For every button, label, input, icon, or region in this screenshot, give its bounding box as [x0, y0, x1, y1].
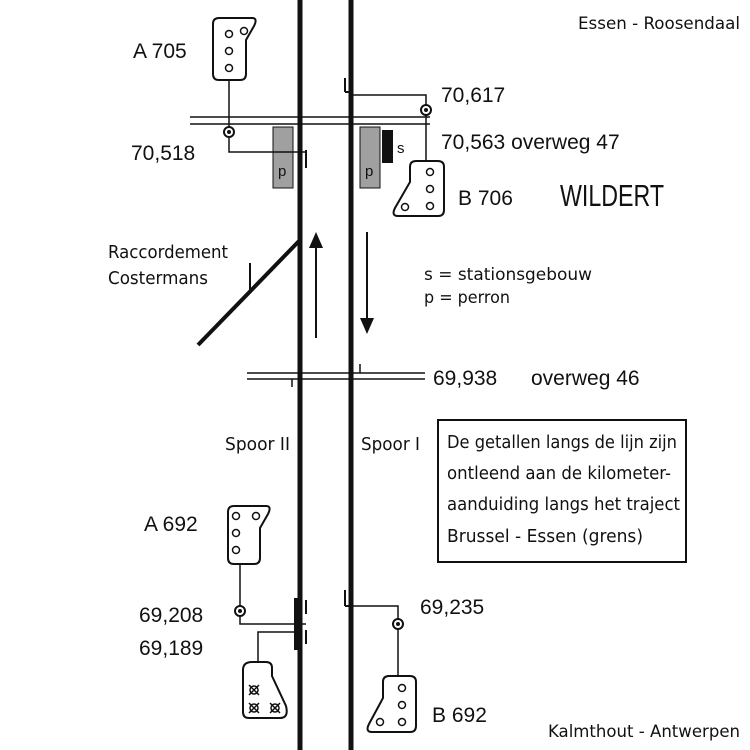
arrow-up-track-2 [309, 232, 323, 338]
crossing-46-label: overweg 46 [531, 367, 640, 390]
platform-mark-east: p [365, 163, 373, 180]
km-69208-label: 69,208 [139, 604, 203, 627]
track-joints-south [294, 590, 351, 650]
km-70518-label: 70,518 [131, 142, 195, 165]
platform-west [272, 126, 294, 189]
signal-b706-label: B 706 [458, 187, 513, 210]
arrow-down-track-1 [360, 232, 374, 334]
building-mark: s [397, 140, 405, 157]
platform-east [359, 126, 381, 189]
level-crossing-46 [247, 364, 425, 387]
km-70563-crossing-label: 70,563 overweg 47 [441, 131, 620, 154]
signal-a692-label: A 692 [144, 513, 198, 536]
station-name: WILDERT [560, 178, 664, 213]
level-crossing-47 [190, 116, 430, 125]
signal-a692 [227, 505, 306, 625]
signal-b706 [351, 94, 445, 217]
platform-mark-west: p [278, 163, 286, 180]
track-1-label: Spoor I [361, 434, 420, 455]
signal-b692-label: B 692 [432, 704, 487, 727]
legend-s: s = stationsgebouw [424, 265, 592, 285]
siding-label-line1: Raccordement [108, 242, 228, 263]
note-box [437, 419, 687, 563]
note-line-1: De getallen langs de lijn zijn [447, 432, 677, 453]
km-69189-label: 69,189 [139, 637, 203, 660]
siding-label-line2: Costermans [108, 268, 208, 289]
legend-p: p = perron [424, 288, 510, 308]
direction-south-label: Kalmthout - Antwerpen [548, 722, 740, 742]
km-69235-label: 69,235 [420, 596, 484, 619]
signal-subsidiary [242, 631, 296, 719]
signal-b692 [351, 605, 417, 733]
note-line-2: ontleend aan de kilometer- [447, 463, 671, 484]
signal-a705-label: A 705 [133, 40, 187, 63]
signal-a705 [212, 17, 306, 153]
track-joints [305, 78, 351, 168]
direction-north-label: Essen - Roosendaal [578, 14, 740, 34]
note-line-3: aanduiding langs het traject [447, 494, 680, 515]
km-69938-label: 69,938 [433, 367, 497, 390]
note-line-4: Brussel - Essen (grens) [447, 526, 643, 547]
track-2-label: Spoor II [225, 434, 290, 455]
siding-costermans [196, 238, 302, 347]
station-building [382, 130, 393, 163]
km-70617-label: 70,617 [441, 84, 505, 107]
